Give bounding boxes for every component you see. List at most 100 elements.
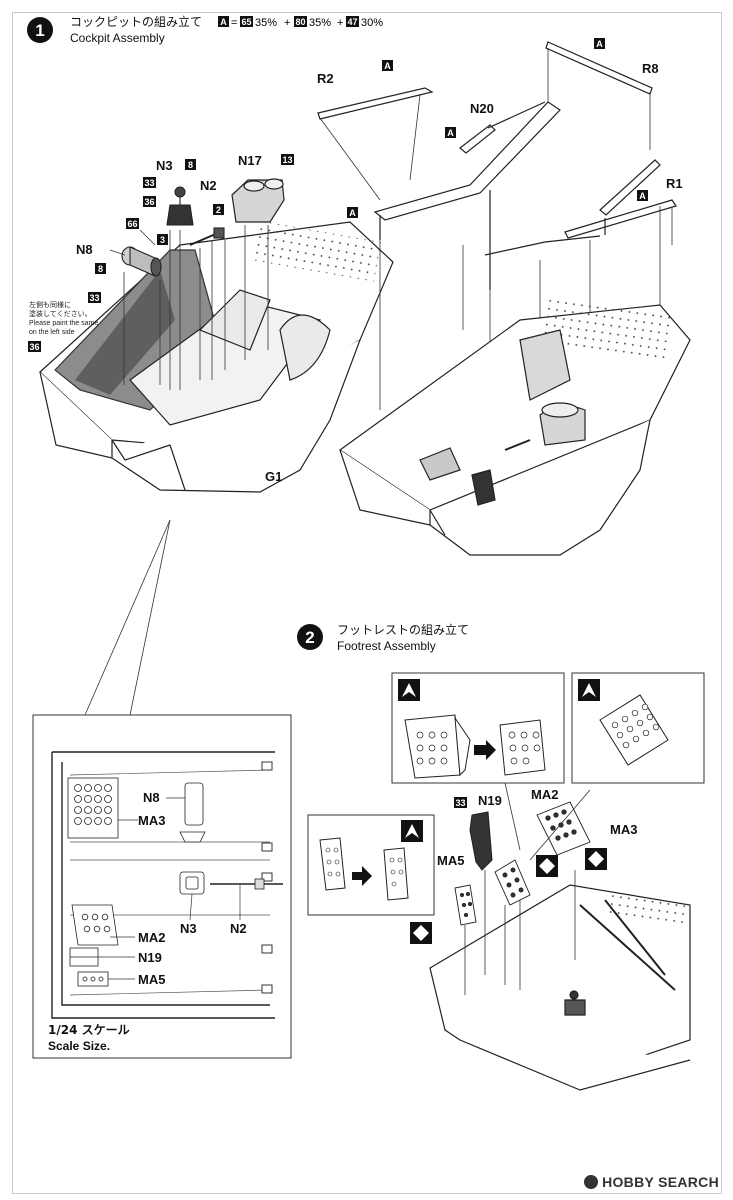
footwell-tub (429, 884, 691, 1091)
part-n8-extinguisher (121, 246, 162, 277)
scale-n3 (179, 871, 205, 895)
step1-header: 1 コックピットの組み立て Cockpit Assembly A = 65 35… (27, 14, 383, 45)
step1-left-leaders (109, 225, 269, 390)
code-a-tub: A (349, 208, 356, 218)
part-n20 (373, 101, 561, 221)
step1-title-en: Cockpit Assembly (70, 31, 165, 45)
scale-label-ma3: MA3 (138, 813, 165, 828)
scale-label-n2: N2 (230, 921, 247, 936)
code-36-b: 36 (29, 342, 39, 352)
mix-plus-2: + (337, 17, 343, 29)
note-line-1: 左側も同様に (29, 300, 71, 309)
part-r8 (545, 41, 653, 95)
label-ma2: MA2 (531, 787, 558, 802)
note-line-4: on the left side (29, 329, 75, 336)
part-ma2 (494, 859, 531, 906)
scale-n19 (69, 947, 99, 967)
cockpit-tub-right (338, 297, 691, 556)
page-frame (12, 12, 722, 1194)
code-2: 2 (216, 205, 221, 215)
code-8-b: 8 (98, 264, 103, 274)
label-r1: R1 (666, 176, 683, 191)
step1-right-labels: R2 A A R8 N20 A A R1 A (317, 38, 683, 218)
step1-left-labels: N3 8 N2 N17 13 33 36 2 66 3 N8 8 33 36 G… (28, 153, 294, 484)
code-a-top1: A (384, 61, 391, 71)
code-8-a: 8 (188, 160, 193, 170)
scale-label-ma2: MA2 (138, 930, 165, 945)
step2-badge (297, 624, 323, 650)
scale-ma2 (71, 904, 119, 946)
mix-color-2: 80 (295, 17, 305, 27)
label-n17: N17 (238, 153, 262, 168)
roll-cage (317, 41, 677, 290)
label-n8: N8 (76, 242, 93, 257)
scale-label-n3: N3 (180, 921, 197, 936)
step1-number: 1 (35, 21, 44, 40)
code-33-step2: 33 (455, 798, 465, 808)
diamond-markers (410, 848, 607, 944)
step2-leaders (464, 782, 591, 995)
label-g1: G1 (265, 469, 282, 484)
part-ma5 (454, 884, 477, 926)
part-n3-shift-knob (166, 186, 194, 226)
step2-title-en: Footrest Assembly (337, 639, 436, 653)
part-n19 (469, 811, 493, 871)
scale-label-n19: N19 (138, 950, 162, 965)
detail-box-bend-1 (391, 672, 565, 784)
scale-ma5 (77, 971, 109, 987)
label-n19: N19 (478, 793, 502, 808)
step2-title-ja: フットレストの組み立て (337, 622, 469, 637)
code-3: 3 (160, 235, 165, 245)
part-n2-lever (189, 227, 225, 246)
detail-box-bend-2 (571, 672, 705, 784)
code-a-right: A (639, 191, 646, 201)
label-n2: N2 (200, 178, 217, 193)
detail-box-bend-3 (307, 814, 435, 916)
part-r1 (564, 199, 677, 239)
step2-header: 2 フットレストの組み立て Footrest Assembly (297, 622, 469, 653)
note-line-3: Please paint the same (29, 320, 98, 327)
mix-color-1: 65 (241, 17, 251, 27)
part-r2 (317, 87, 434, 120)
code-33-b: 33 (89, 293, 99, 303)
part-ma3 (536, 801, 591, 856)
code-a-mid: A (447, 128, 454, 138)
mix-color-3: 47 (347, 17, 357, 27)
watermark-text: HOBBY SEARCH (602, 1174, 719, 1190)
zoom-connector (84, 519, 171, 716)
paint-mix-formula: A = 65 35% + 80 35% + 47 30% (218, 16, 383, 29)
scale-n8 (179, 782, 206, 843)
label-n3: N3 (156, 158, 173, 173)
label-r2: R2 (317, 71, 334, 86)
code-a-top2: A (596, 39, 603, 49)
code-13: 13 (282, 155, 292, 165)
mix-plus-1: + (284, 17, 290, 29)
step2-number: 2 (305, 628, 314, 647)
scale-label-n8: N8 (143, 790, 160, 805)
label-r8: R8 (642, 61, 659, 76)
step2-labels: 33 N19 MA2 MA3 MA5 (437, 787, 637, 868)
code-36-a: 36 (144, 197, 154, 207)
step1-title-ja: コックピットの組み立て (70, 14, 202, 29)
code-33-a: 33 (144, 178, 154, 188)
label-ma5: MA5 (437, 853, 464, 868)
mix-code-a: A (220, 17, 227, 27)
label-ma3: MA3 (610, 822, 637, 837)
code-66: 66 (127, 219, 137, 229)
scale-caption-ja: 1/24 スケール (48, 1023, 130, 1037)
part-n17 (231, 178, 285, 223)
scale-ma3-pad (67, 777, 119, 839)
scale-view-panel: N8 MA3 N3 N2 MA2 N19 MA5 1/24 スケール Scale… (32, 714, 292, 1059)
label-n20: N20 (470, 101, 494, 116)
note-line-2: 塗装してください。 (29, 309, 92, 318)
watermark: HOBBY SEARCH (584, 1174, 719, 1190)
scale-label-ma5: MA5 (138, 972, 165, 987)
scale-caption-en: Scale Size. (48, 1039, 110, 1053)
mix-eq: = (231, 17, 237, 29)
mix-pct-2: 35% (309, 17, 331, 29)
mix-pct-3: 30% (361, 17, 383, 29)
step1-badge (27, 17, 53, 43)
hobby-search-logo-icon (584, 1175, 599, 1189)
scale-n2 (210, 878, 283, 890)
